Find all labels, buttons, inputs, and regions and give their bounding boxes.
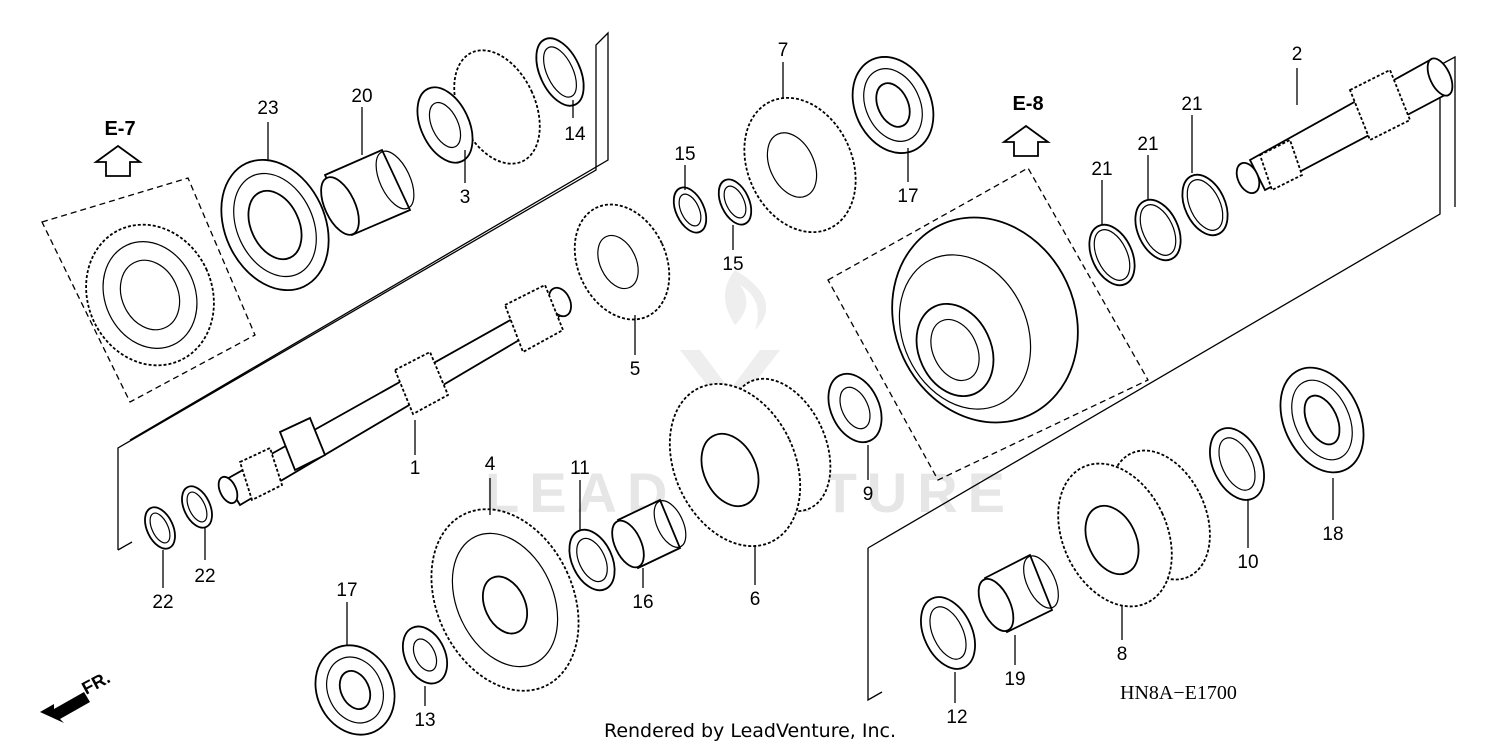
up-arrow-icon: [93, 144, 143, 177]
callout-1[interactable]: 1: [410, 458, 421, 479]
callout-15b[interactable]: 15: [722, 254, 743, 275]
front-indicator: FR.: [40, 667, 113, 723]
callout-21c[interactable]: 21: [1181, 94, 1202, 115]
clutch-housing[interactable]: [859, 187, 1111, 453]
callout-22b[interactable]: 22: [194, 566, 215, 587]
circlip-22-a[interactable]: [139, 503, 181, 554]
gear-6[interactable]: [645, 363, 851, 568]
callout-20[interactable]: 20: [351, 86, 372, 107]
bearing-23[interactable]: [201, 142, 349, 308]
countershaft-2[interactable]: [1232, 55, 1457, 197]
callout-13[interactable]: 13: [414, 710, 435, 731]
callout-2[interactable]: 2: [1292, 44, 1303, 65]
e7-gear[interactable]: [63, 204, 236, 387]
bearing-17-bottom[interactable]: [301, 632, 409, 747]
front-arrow-icon: [40, 692, 90, 723]
callout-5[interactable]: 5: [630, 359, 641, 380]
needle-bearing-20[interactable]: [313, 146, 421, 241]
callout-11[interactable]: 11: [570, 458, 590, 479]
washer-13[interactable]: [394, 619, 456, 690]
callout-19[interactable]: 19: [1004, 669, 1025, 690]
callout-10[interactable]: 10: [1237, 552, 1258, 573]
callout-9[interactable]: 9: [863, 484, 874, 505]
e8-dashed-box: [827, 167, 1149, 481]
circlip-21-b[interactable]: [1126, 193, 1189, 268]
e7-label: E-7: [104, 118, 135, 140]
e7-dashed-box: [41, 177, 256, 403]
circlip-21-c[interactable]: [1173, 168, 1236, 243]
callout-15a[interactable]: 15: [674, 144, 695, 165]
gear-8[interactable]: [1036, 434, 1229, 625]
washer-11[interactable]: [560, 523, 623, 598]
e8-label: E-8: [1012, 93, 1043, 115]
callout-18[interactable]: 18: [1322, 524, 1343, 545]
washer-12[interactable]: [910, 588, 986, 677]
gear-4[interactable]: [403, 485, 607, 715]
callout-17a[interactable]: 17: [897, 186, 918, 207]
callout-21a[interactable]: 21: [1091, 159, 1112, 180]
e8-reference[interactable]: E-8: [1001, 93, 1051, 157]
callout-6[interactable]: 6: [750, 589, 761, 610]
callout-14[interactable]: 14: [564, 124, 586, 145]
circlip-21-a[interactable]: [1080, 218, 1143, 293]
callout-7[interactable]: 7: [778, 40, 789, 61]
callout-21b[interactable]: 21: [1137, 134, 1158, 155]
circlip-15-b[interactable]: [712, 174, 758, 229]
gear-3[interactable]: [406, 37, 556, 178]
callout-17b[interactable]: 17: [336, 580, 357, 601]
needle-bearing-16[interactable]: [606, 496, 693, 572]
callout-3[interactable]: 3: [460, 187, 471, 208]
up-arrow-icon: [1001, 124, 1051, 157]
callout-4[interactable]: 4: [485, 454, 496, 475]
diagram-code: HN8A−E1700: [1120, 682, 1237, 704]
e7-reference[interactable]: E-7: [93, 118, 143, 177]
credit-text: Rendered by LeadVenture, Inc.: [604, 720, 896, 742]
washer-14[interactable]: [527, 31, 594, 113]
gear-7[interactable]: [723, 80, 876, 251]
bearing-17-top[interactable]: [837, 44, 948, 167]
callout-16[interactable]: 16: [632, 592, 653, 613]
washer-10[interactable]: [1199, 419, 1275, 508]
bearing-18[interactable]: [1264, 354, 1379, 486]
callout-12[interactable]: 12: [946, 707, 967, 728]
lock-washer-9[interactable]: [818, 365, 892, 451]
circlip-15-a[interactable]: [667, 182, 713, 237]
needle-bearing-19[interactable]: [971, 551, 1065, 637]
callout-23[interactable]: 23: [257, 98, 278, 119]
callout-numbers: 1 2 3 4 5 6 7 8 9 10 11 12 13 14 15 15 1…: [152, 40, 1343, 731]
callout-8[interactable]: 8: [1117, 644, 1128, 665]
mainshaft-1[interactable]: [215, 283, 576, 507]
callout-22a[interactable]: 22: [152, 592, 173, 613]
leader-lines: [162, 62, 1334, 706]
circlip-22-b[interactable]: [176, 482, 218, 533]
gear-5[interactable]: [557, 189, 687, 335]
